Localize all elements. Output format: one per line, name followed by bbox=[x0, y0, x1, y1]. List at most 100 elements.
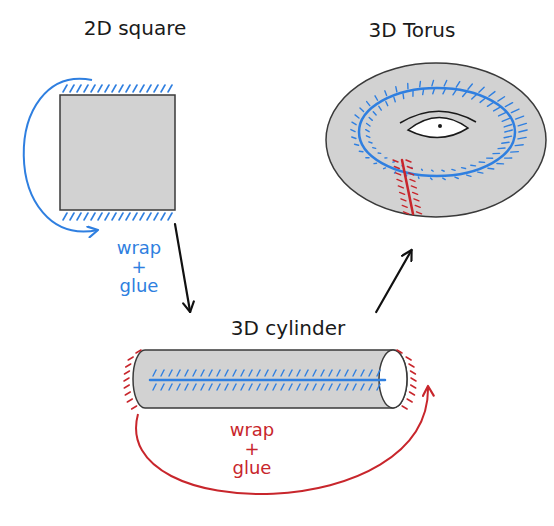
hatch-mark bbox=[431, 178, 433, 180]
hatch-mark bbox=[201, 370, 204, 376]
hatch-mark bbox=[359, 151, 363, 153]
hatch-mark bbox=[345, 370, 348, 376]
shape-heading: 3D Torus bbox=[369, 18, 456, 42]
hatch-mark bbox=[456, 82, 459, 87]
hatch-mark bbox=[281, 370, 284, 376]
shape-heading: 3D cylinder bbox=[231, 316, 345, 340]
hatch-mark bbox=[518, 137, 526, 138]
hatch-mark bbox=[373, 147, 376, 149]
hatch-mark bbox=[432, 80, 434, 86]
hatch-mark bbox=[377, 384, 380, 390]
hatch-mark bbox=[444, 80, 447, 86]
hatch-mark bbox=[385, 157, 387, 158]
hatch-mark bbox=[84, 85, 88, 92]
hatch-mark bbox=[515, 144, 523, 146]
hatch-mark bbox=[257, 384, 260, 390]
hatch-mark bbox=[369, 384, 372, 390]
hatch-mark bbox=[401, 199, 406, 201]
hatch-mark bbox=[442, 170, 444, 171]
square-shape bbox=[60, 95, 175, 210]
hatch-mark bbox=[516, 116, 524, 119]
hatch-mark bbox=[353, 370, 356, 376]
hatch-mark bbox=[127, 399, 132, 402]
flow-arrow bbox=[175, 224, 190, 312]
meridian-loop bbox=[359, 88, 515, 176]
hatch-mark bbox=[366, 130, 369, 132]
shape-node: 2D square bbox=[55, 10, 215, 224]
hatch-mark bbox=[273, 384, 276, 390]
hatch-mark bbox=[407, 84, 409, 89]
hatch-mark bbox=[414, 199, 419, 201]
hatch-mark bbox=[225, 384, 228, 390]
hatch-mark bbox=[407, 399, 412, 402]
hatch-mark bbox=[498, 147, 505, 149]
hatch-mark bbox=[154, 213, 158, 220]
note-label: wrap + glue bbox=[111, 238, 167, 295]
hatch-mark bbox=[63, 213, 67, 220]
hatch-mark bbox=[478, 172, 483, 173]
hatch-mark bbox=[375, 96, 378, 100]
hatch-mark bbox=[249, 384, 252, 390]
hatch-mark bbox=[355, 115, 359, 118]
flow-arrow bbox=[376, 250, 411, 312]
hatch-mark bbox=[487, 157, 493, 158]
hatch-mark bbox=[409, 364, 414, 367]
hatch-mark bbox=[153, 384, 156, 390]
hatch-mark bbox=[422, 90, 424, 95]
hatch-mark bbox=[502, 118, 509, 121]
hatch-mark bbox=[421, 169, 423, 171]
hatch-mark bbox=[400, 192, 405, 194]
shape-outline bbox=[55, 10, 215, 224]
torus-hole-rim bbox=[400, 111, 476, 123]
hatch-mark bbox=[153, 370, 156, 376]
hatch-mark bbox=[455, 177, 458, 178]
hatch-mark bbox=[297, 370, 300, 376]
hatch-mark bbox=[498, 97, 505, 101]
shape-node: 3D cylinder bbox=[120, 312, 425, 416]
hatch-mark bbox=[410, 179, 415, 181]
hatch-mark bbox=[361, 370, 364, 376]
hatch-mark bbox=[63, 85, 67, 92]
hatch-mark bbox=[384, 167, 386, 169]
hatch-mark bbox=[185, 384, 188, 390]
hatch-mark bbox=[417, 212, 422, 214]
hatch-mark bbox=[225, 370, 228, 376]
hatch-mark bbox=[168, 213, 172, 220]
hatch-mark bbox=[402, 94, 404, 99]
hatch-mark bbox=[463, 92, 467, 97]
hatch-mark bbox=[119, 85, 123, 92]
hatch-mark bbox=[366, 157, 369, 158]
note-label: wrap + glue bbox=[224, 420, 280, 477]
hatch-mark bbox=[91, 85, 95, 92]
hatch-mark bbox=[499, 113, 506, 116]
hatch-mark bbox=[209, 370, 212, 376]
label-holder: wrap + glue bbox=[111, 238, 167, 295]
hatch-mark bbox=[480, 98, 485, 102]
hatch-mark bbox=[467, 175, 471, 176]
hatch-mark bbox=[70, 85, 74, 92]
hatch-mark bbox=[398, 186, 403, 188]
hatch-mark bbox=[367, 102, 370, 106]
hatch-mark bbox=[511, 109, 519, 112]
hatch-mark bbox=[385, 91, 387, 96]
hatch-mark bbox=[321, 384, 324, 390]
label-holder: wrap + glue bbox=[224, 420, 280, 477]
hatch-mark bbox=[373, 112, 376, 115]
hatch-mark bbox=[185, 370, 188, 376]
hatch-mark bbox=[77, 85, 81, 92]
hatch-mark bbox=[147, 85, 151, 92]
hatch-mark bbox=[505, 130, 512, 132]
seam-line bbox=[150, 379, 385, 382]
hatch-mark bbox=[396, 173, 401, 175]
hatch-mark bbox=[124, 371, 129, 374]
hatch-mark bbox=[233, 370, 236, 376]
hatch-mark bbox=[410, 392, 415, 395]
hatch-mark bbox=[265, 384, 268, 390]
hatch-mark bbox=[418, 177, 420, 178]
hatch-mark bbox=[161, 384, 164, 390]
hatch-mark bbox=[313, 370, 316, 376]
hatch-mark bbox=[133, 85, 137, 92]
hatch-mark bbox=[386, 102, 388, 106]
torus-shape bbox=[326, 63, 546, 217]
